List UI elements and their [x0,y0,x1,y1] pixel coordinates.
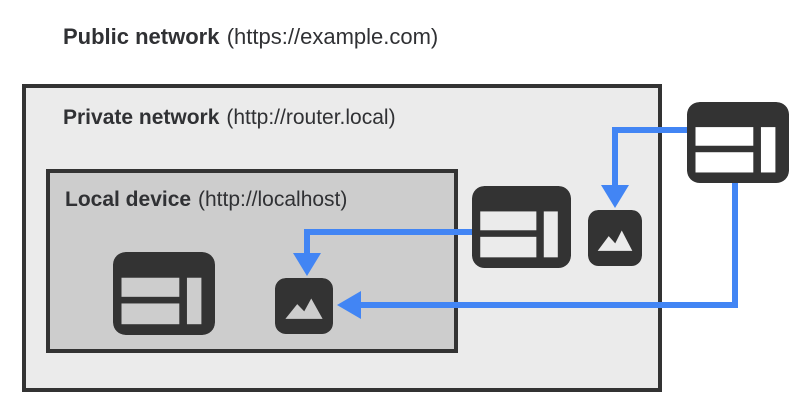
browser-icon-private-network [472,186,571,268]
browser-icon-public-network [687,102,789,183]
image-icon-local-device [275,278,333,334]
image-icon-private-network [588,210,642,266]
public-network-label: Public network(https://example.com) [63,24,438,49]
image-icon [275,278,333,334]
private-network-origin: (http://router.local) [226,106,396,129]
private-network-name: Private network [63,106,220,129]
browser-icon-local-device [113,252,215,335]
image-icon [588,210,642,266]
browser-icon [113,252,215,335]
local-device-label: Local device(http://localhost) [65,188,347,212]
public-network-name: Public network [63,24,220,49]
browser-icon [687,102,789,183]
local-device-name: Local device [65,188,192,211]
local-device-box: Local device(http://localhost) [46,169,458,353]
browser-icon [472,186,571,268]
local-device-origin: (http://localhost) [197,188,348,211]
private-network-label: Private network (http://router.local) [63,106,396,130]
public-network-origin: (https://example.com) [226,24,439,49]
